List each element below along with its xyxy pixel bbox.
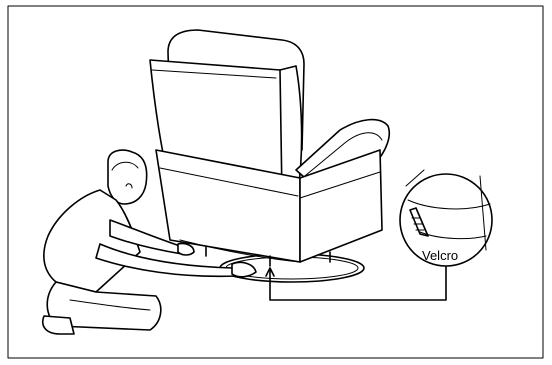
velcro-label: Velcro bbox=[422, 248, 458, 263]
recliner-chair bbox=[150, 30, 389, 266]
detail-magnifier: Velcro bbox=[400, 170, 492, 266]
